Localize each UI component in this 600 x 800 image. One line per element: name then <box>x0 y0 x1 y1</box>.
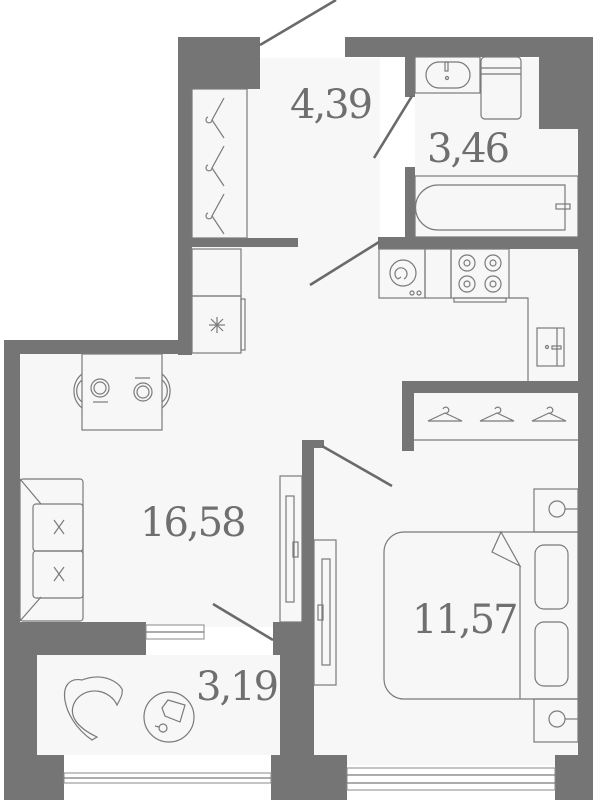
bathtub-icon <box>414 175 579 238</box>
hallway-wardrobe <box>191 88 248 239</box>
tv-cabinet-icon <box>313 539 337 686</box>
plate-icon <box>133 377 153 402</box>
area-label-living-kitchen: 16,58 <box>140 500 245 546</box>
nightstand-icon <box>533 488 579 533</box>
bathroom-fixtures <box>414 56 579 238</box>
cooktop-icon <box>450 248 510 303</box>
bed-icon <box>383 530 579 700</box>
bedroom-wardrobe <box>414 406 578 441</box>
area-label-bedroom: 11,57 <box>412 597 517 643</box>
balcony-furniture <box>63 676 195 743</box>
living-room-furniture <box>19 353 303 623</box>
dining-table-icon <box>73 353 171 431</box>
area-label-bathroom: 3,46 <box>427 126 508 172</box>
armchair-icon <box>63 676 123 741</box>
toilet-icon <box>480 56 522 120</box>
pillow-icon <box>534 621 569 687</box>
area-labels: 4,39 3,46 16,58 11,57 3,19 <box>140 82 519 710</box>
hanger-icon <box>205 97 225 139</box>
snowflake-icon <box>209 317 225 333</box>
hanger-icon <box>531 406 567 422</box>
nightstand-icon <box>533 698 579 743</box>
plate-icon <box>90 378 110 403</box>
sofa-icon <box>19 478 84 622</box>
bedroom-furniture <box>313 406 579 743</box>
sink-icon <box>414 56 481 94</box>
kitchen-fixtures <box>191 248 565 381</box>
walls <box>4 37 593 800</box>
fridge-icon <box>536 327 565 367</box>
tv-cabinet-icon <box>279 475 303 623</box>
hanger-icon <box>205 193 225 235</box>
window-icon <box>63 624 556 791</box>
door-icon <box>212 0 414 642</box>
hanger-icon <box>427 406 463 422</box>
hanger-icon <box>205 145 225 187</box>
hanger-icon <box>479 406 515 422</box>
area-label-balcony: 3,19 <box>196 664 277 710</box>
kitchen-unit-left <box>191 248 246 354</box>
area-label-hallway: 4,39 <box>290 82 371 128</box>
coffee-table-icon <box>143 691 195 743</box>
pillow-icon <box>534 544 569 610</box>
